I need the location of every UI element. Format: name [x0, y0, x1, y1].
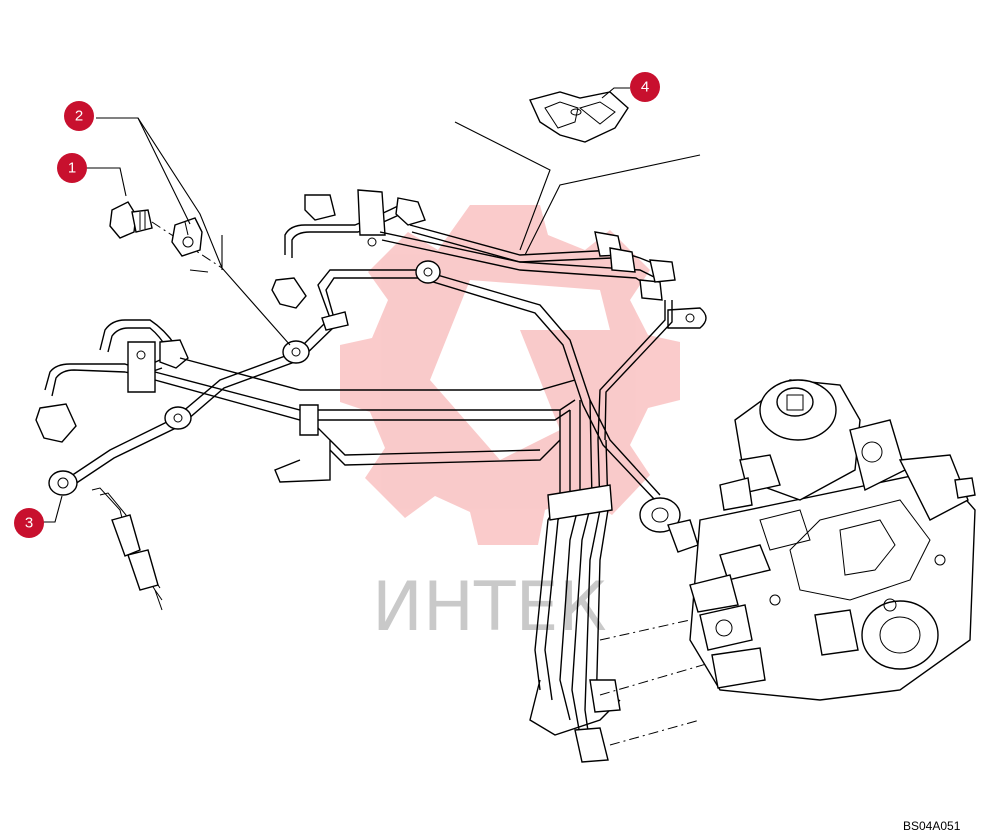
callout-1: 1	[57, 153, 87, 183]
callout-2-number: 2	[75, 108, 83, 125]
callout-3: 3	[14, 508, 44, 538]
rear-pipe-harness	[271, 189, 707, 441]
callout-4-number: 4	[641, 79, 649, 96]
banjo-fitting	[171, 217, 203, 257]
leak-off-line	[48, 260, 699, 553]
injector	[91, 487, 163, 611]
callout-3-number: 3	[25, 515, 33, 532]
drawing-code: BS04A051	[903, 819, 961, 833]
watermark-text: ИНТЕК	[372, 568, 607, 647]
pipe-clamp	[529, 91, 629, 143]
front-pipe-harness	[35, 319, 576, 483]
callout-2: 2	[64, 101, 94, 131]
watermark-logo	[340, 205, 680, 545]
callout-4: 4	[630, 72, 660, 102]
injection-pump	[689, 379, 976, 701]
callout-1-number: 1	[68, 160, 76, 177]
feed-pipes	[529, 399, 721, 763]
leader-lines	[42, 87, 701, 523]
banjo-bolt	[109, 201, 223, 269]
